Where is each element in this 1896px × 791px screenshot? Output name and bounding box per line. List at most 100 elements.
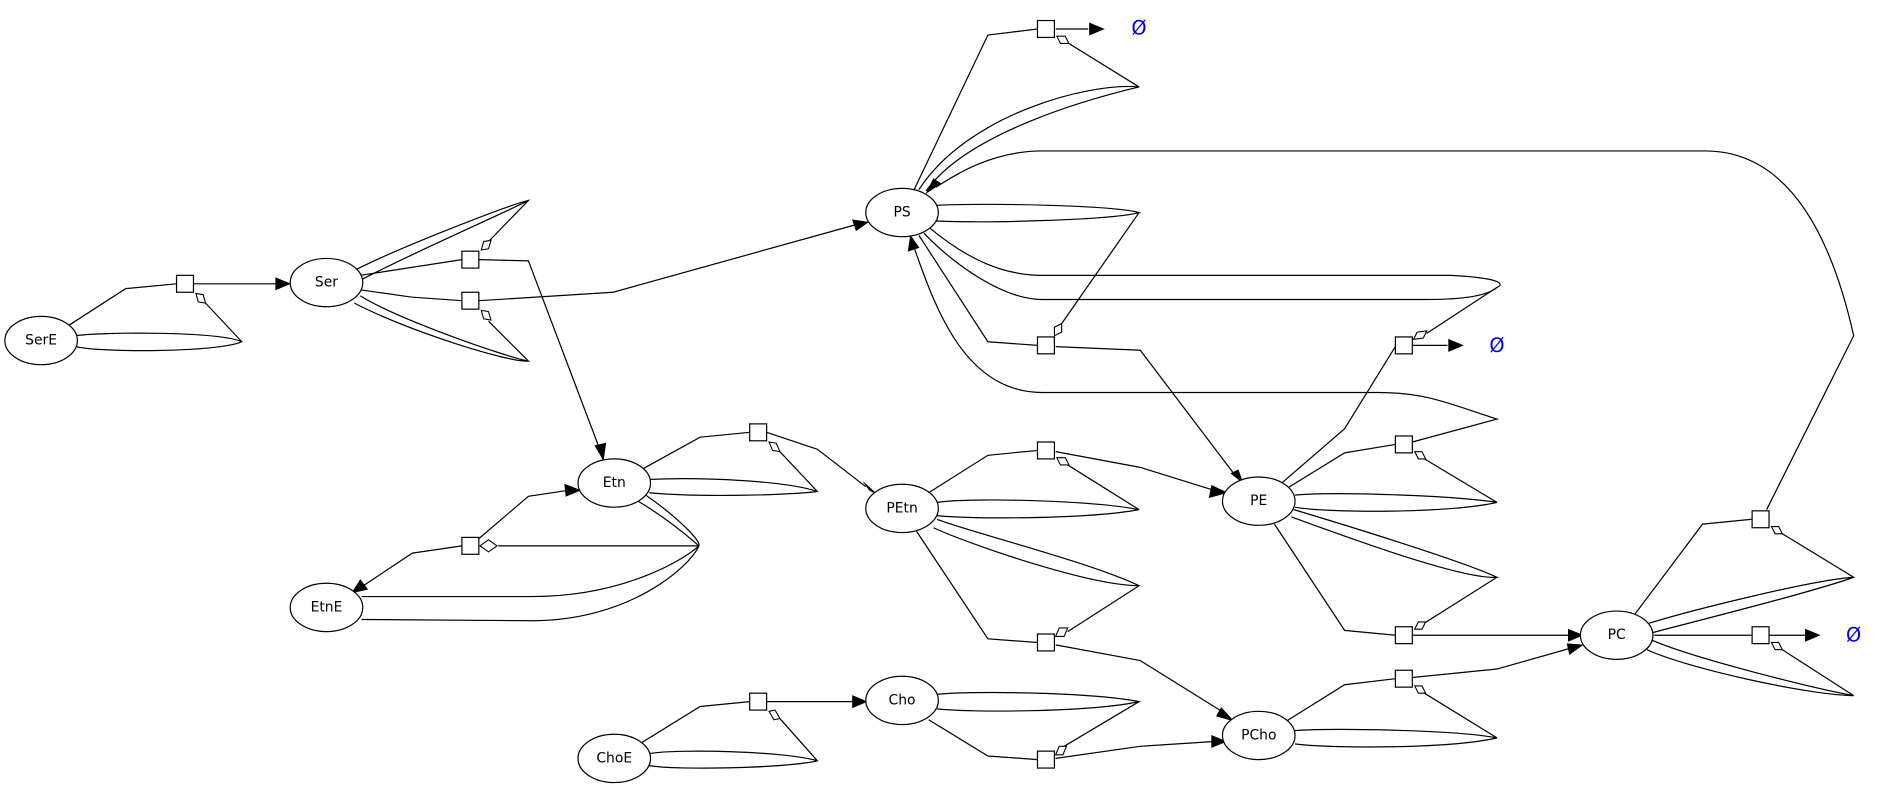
edge-pe-r11 [1287,443,1396,489]
edge-choe-r15 [639,701,750,745]
species-nodes: SerE Ser PS Etn EtnE PEtn PE PC [4,187,1654,784]
modifier-loop-ser-r2 [354,199,531,281]
modifier-diamond-r7 [768,441,781,453]
edge-sere-r1 [67,283,177,327]
species-label: Ser [315,275,338,291]
sink-icon: Ø [1489,334,1504,357]
edge-etn-r7 [642,431,750,470]
modifier-diamond-r17 [1413,685,1427,694]
modifier-loop-petn-r10 [933,518,1141,633]
modifier-loop-cho-r16 [937,691,1141,747]
modifier-loop-pe-r11 [1294,458,1498,512]
species-ellipse [577,733,652,784]
reaction-node-r9[interactable] [1036,441,1056,460]
modifier-loop-ps-r5 [935,203,1142,223]
modifier-loop-pc-r13 [1649,533,1856,634]
reaction-node-r14[interactable] [1751,626,1770,645]
edge-r3-ps [478,224,857,302]
species-node-cho[interactable]: Cho [865,675,939,726]
edge-r16-pcho [1055,740,1215,759]
reaction-node-r5[interactable] [1036,336,1056,355]
arrowhead-etn [594,442,607,462]
reaction-node-r8[interactable] [461,536,480,555]
species-node-etne[interactable]: EtnE [289,582,364,633]
species-node-ser[interactable]: Ser [289,257,364,308]
edge-r17-pc [1412,647,1570,679]
modifier-diamonds [195,35,1784,756]
reaction-node-r17[interactable] [1394,669,1413,688]
modifier-loop-pc-r14 [1646,639,1855,697]
species-ellipse [1221,476,1296,526]
reaction-node-r3[interactable] [461,291,480,310]
species-node-ps[interactable]: PS [865,187,939,238]
species-ellipse [865,187,939,238]
species-node-choe[interactable]: ChoE [577,733,652,784]
species-label: Etn [603,475,626,491]
arrowhead-ser [275,277,291,291]
edge-r8-etn [478,489,569,540]
modifier-loop-sere-r1 [76,302,243,352]
species-node-petn[interactable]: PEtn [865,483,939,534]
modifier-loop-ser-r3 [354,295,531,363]
edge-pe-r6 [1281,346,1396,484]
species-node-sere[interactable]: SerE [4,315,78,366]
species-node-pc[interactable]: PC [1579,610,1654,660]
edge-ps-r5 [918,235,1038,346]
species-ellipse [289,582,364,633]
arrowhead-pc-from-pcho [1566,643,1584,656]
modifier-diamond-r13 [1770,525,1784,535]
species-ellipse [577,458,652,508]
arrowhead-etn-from-r8 [564,483,582,497]
modifier-diamond-r6 [1412,330,1428,341]
species-node-etn[interactable]: Etn [577,458,652,508]
arrowhead-etne [351,579,369,594]
edge-r5-pe [1055,345,1236,475]
species-ellipse [4,315,78,366]
modifier-diamond-r11 [1413,451,1427,460]
edge-pc-r13 [1633,518,1753,617]
modifier-diamond-r12 [1413,621,1427,630]
reaction-node-r2[interactable] [461,250,480,269]
reaction-node-r4[interactable] [1036,19,1056,39]
reaction-node-r6[interactable] [1394,336,1413,355]
species-label: ChoE [596,750,632,766]
reaction-node-r15[interactable] [749,692,768,711]
modifier-loop-petn-r9 [937,464,1140,519]
species-node-pe[interactable]: PE [1221,476,1296,526]
edge-ser-r2 [360,259,463,276]
species-label: SerE [25,333,57,349]
species-ellipse [865,675,939,726]
modifier-diamond-r5 [1053,322,1063,337]
edge-r13-ps [935,150,1855,510]
reaction-node-r11[interactable] [1394,435,1413,454]
arrowhead-sink3 [1805,628,1821,642]
reaction-node-r16[interactable] [1036,750,1056,769]
species-ellipse [1221,710,1296,761]
edges [67,28,1856,769]
modifier-diamond-r1 [195,292,207,304]
edge-petn-r9 [928,449,1038,494]
sink-icon: Ø [1846,624,1861,647]
reaction-node-r1[interactable] [175,274,195,293]
reaction-node-r7[interactable] [749,423,768,442]
edge-pe-r12 [1273,523,1396,636]
edge-pcho-r17 [1286,678,1396,722]
edge-r11-ps [913,247,1500,443]
arrowhead-petn [863,481,877,495]
modifier-diamond-r3 [480,309,492,321]
edge-ps-r4 [913,28,1038,190]
modifier-diamond-r15 [768,709,781,721]
modifier-diamond-r9 [1055,457,1070,466]
species-label: PC [1608,627,1626,643]
modifier-diamond-r4 [1055,35,1070,45]
species-ellipse [289,257,364,308]
modifier-diamond-r14 [1770,641,1784,651]
reaction-node-r12[interactable] [1394,626,1413,645]
arrowhead-pe-from-ps [1230,469,1244,484]
reaction-node-r13[interactable] [1751,510,1770,529]
species-label: Cho [889,692,916,708]
reaction-node-r10[interactable] [1036,633,1056,652]
reaction-nodes [175,19,1770,769]
species-node-pcho[interactable]: PCho [1221,710,1296,761]
